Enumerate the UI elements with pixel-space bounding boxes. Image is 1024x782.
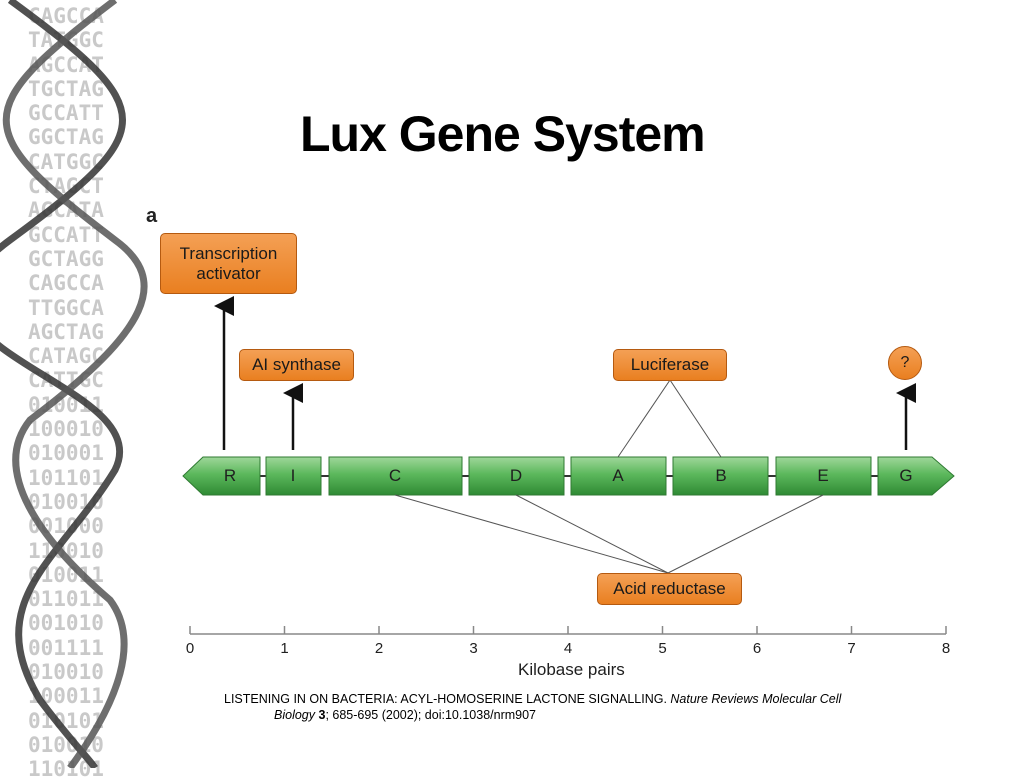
connector-reductase-d xyxy=(515,494,669,574)
dna-letter-row: 101101 xyxy=(28,465,104,490)
gene-label-a: A xyxy=(612,466,624,485)
gene-label-e: E xyxy=(817,466,829,485)
dna-letter-row: GCCATT xyxy=(28,101,104,126)
connector-reductase-c xyxy=(394,494,669,574)
ai-synthase-box: AI synthase xyxy=(239,349,354,381)
dna-letter-row: CAGCCA xyxy=(28,271,104,296)
gene-block-e xyxy=(775,456,872,496)
connector-luciferase-b xyxy=(669,379,722,458)
citation-volume: 3 xyxy=(318,708,326,722)
citation-details: ; 685-695 (2002); doi:10.1038/nrm907 xyxy=(325,708,537,722)
axis-label: Kilobase pairs xyxy=(518,660,625,679)
gene-block-d xyxy=(468,456,565,496)
gene-label-i: I xyxy=(290,466,296,485)
gene-label-b: B xyxy=(715,466,727,485)
dna-letter-row: 100010 xyxy=(28,417,104,442)
dna-letter-row: CATAGC xyxy=(28,344,104,369)
gene-block-b xyxy=(672,456,769,496)
axis-tick-5: 5 xyxy=(658,640,667,657)
kilobase-axis xyxy=(189,626,947,635)
dna-letter-row: 001111 xyxy=(28,635,104,660)
axis-tick-8: 8 xyxy=(941,640,951,657)
dna-letter-row: TTGGCA xyxy=(28,295,104,320)
gene-block-g xyxy=(877,456,955,496)
gene-label-g: G xyxy=(899,466,913,485)
axis-tick-0: 0 xyxy=(185,640,195,657)
dna-helix-graphic xyxy=(0,0,148,768)
dna-letter-row: GCTAGG xyxy=(28,246,104,271)
panel-label: a xyxy=(146,205,158,227)
dna-letter-row: 010010 xyxy=(28,660,104,685)
gene-label-d: D xyxy=(509,466,523,485)
citation: LISTENING IN ON BACTERIA: ACYL-HOMOSERIN… xyxy=(224,691,944,723)
gene-block-c xyxy=(328,456,463,496)
connector-luciferase-a xyxy=(617,379,671,458)
gene-block-r xyxy=(182,456,261,496)
axis-tick-7: 7 xyxy=(847,640,856,657)
dna-letter-row: GGCTAG xyxy=(28,125,104,150)
axis-tick-1: 1 xyxy=(280,640,289,657)
lux-operon-diagram xyxy=(182,296,955,635)
dna-letter-row: TGCTAG xyxy=(28,76,104,101)
slide-title: Lux Gene System xyxy=(300,106,706,162)
citation-journal-part2: Biology xyxy=(274,708,315,722)
citation-journal-part1: Nature Reviews Molecular Cell xyxy=(670,692,842,706)
dna-letter-row: 010001 xyxy=(28,441,104,466)
dna-letter-row: 011011 xyxy=(28,587,104,612)
luciferase-box: Luciferase xyxy=(613,349,727,381)
dna-letter-row: GCCATT xyxy=(28,222,104,247)
gene-block-i xyxy=(265,456,322,496)
connector-reductase-e xyxy=(667,494,824,574)
transcription-activator-box: Transcription activator xyxy=(160,233,297,294)
axis-tick-4: 4 xyxy=(563,640,573,657)
axis-tick-2: 2 xyxy=(374,640,384,657)
gene-label-r: R xyxy=(223,466,237,485)
dna-letter-row: 001010 xyxy=(28,611,104,636)
unknown-protein-circle: ? xyxy=(888,346,922,380)
axis-tick-6: 6 xyxy=(752,640,762,657)
citation-title: LISTENING IN ON BACTERIA: ACYL-HOMOSERIN… xyxy=(224,692,667,706)
gene-block-a xyxy=(570,456,667,496)
axis-tick-3: 3 xyxy=(469,640,478,657)
dna-letter-row: AGCTAG xyxy=(28,319,104,344)
gene-label-c: C xyxy=(388,466,402,485)
acid-reductase-box: Acid reductase xyxy=(597,573,742,605)
